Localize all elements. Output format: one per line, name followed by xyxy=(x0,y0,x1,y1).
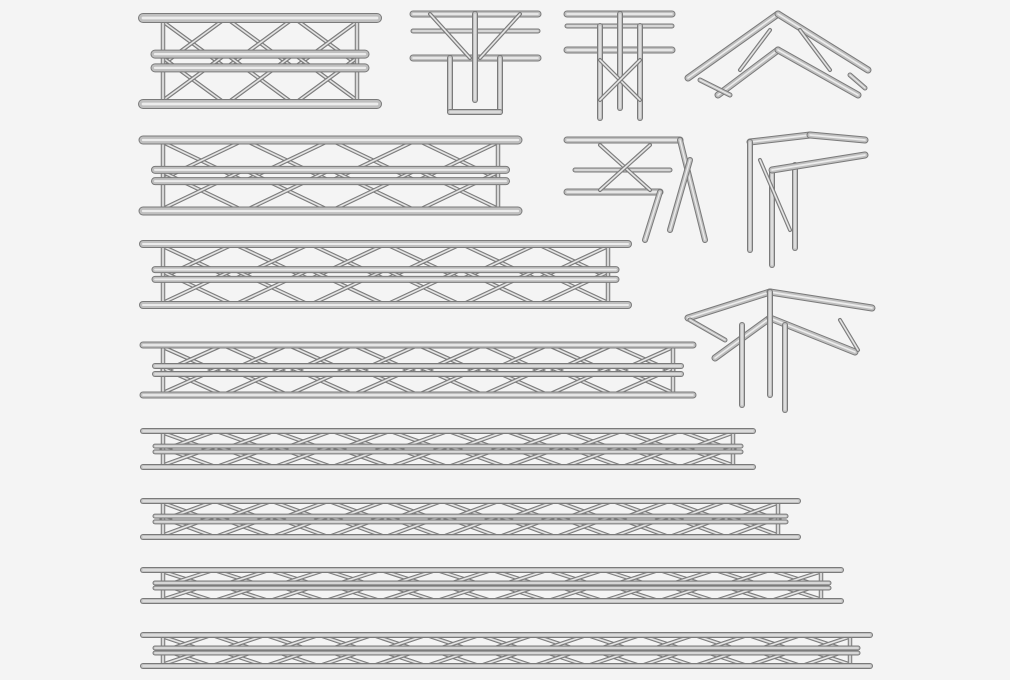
tube-highlight xyxy=(759,159,791,231)
brace-highlight xyxy=(612,365,679,396)
brace-highlight xyxy=(293,53,363,105)
tube-highlight xyxy=(839,319,859,351)
brace-highlight xyxy=(352,365,419,396)
tube-highlight xyxy=(749,134,811,143)
corner-3way-2 xyxy=(684,288,876,413)
straight-truss-7 xyxy=(140,567,844,604)
tube-highlight xyxy=(771,154,866,171)
tube-highlight xyxy=(429,13,471,59)
tube-highlight xyxy=(679,139,706,241)
straight-truss-5 xyxy=(140,428,756,470)
brace-highlight xyxy=(243,169,331,212)
tube-highlight xyxy=(739,29,771,71)
tube-highlight xyxy=(669,159,691,231)
straight-truss-4 xyxy=(139,341,697,399)
straight-truss-8 xyxy=(140,632,873,669)
brace-highlight xyxy=(416,169,504,212)
brace-highlight xyxy=(547,365,614,396)
brace-highlight xyxy=(309,269,386,306)
t-junction-2 xyxy=(563,10,676,121)
tube-highlight xyxy=(849,74,866,89)
brace-highlight xyxy=(416,139,504,182)
brace-highlight xyxy=(482,365,549,396)
tube-highlight xyxy=(809,134,866,141)
straight-truss-6 xyxy=(140,498,801,540)
brace-highlight xyxy=(460,269,538,306)
brace-highlight xyxy=(225,53,295,105)
tube-highlight xyxy=(689,319,726,341)
straight-truss-group xyxy=(138,13,873,669)
tube-highlight xyxy=(599,144,651,191)
brace-highlight xyxy=(157,169,245,212)
corner-90-1 xyxy=(684,10,872,99)
tube-highlight xyxy=(699,79,731,96)
brace-highlight xyxy=(222,365,289,396)
straight-truss-2 xyxy=(138,135,523,216)
brace-highlight xyxy=(536,269,614,306)
brace-highlight xyxy=(157,269,235,306)
straight-truss-1 xyxy=(138,13,382,109)
tube-highlight xyxy=(687,291,771,319)
brace-highlight xyxy=(225,17,295,69)
brace-highlight xyxy=(157,365,224,396)
brace-highlight xyxy=(157,139,245,182)
brace-highlight xyxy=(385,269,462,306)
straight-truss-3 xyxy=(139,240,632,309)
brace-highlight xyxy=(287,365,354,396)
brace-highlight xyxy=(293,17,363,69)
tube-highlight xyxy=(644,191,661,241)
tube-highlight xyxy=(777,49,859,96)
tube-highlight xyxy=(479,13,521,59)
tube-highlight xyxy=(687,13,779,79)
tube-highlight xyxy=(777,13,869,71)
tube-highlight xyxy=(799,29,831,71)
t-junction-1 xyxy=(409,10,542,115)
tube-highlight xyxy=(769,291,873,309)
brace-highlight xyxy=(243,139,331,182)
brace-highlight xyxy=(330,169,418,212)
brace-highlight xyxy=(157,53,227,105)
corner-90-2 xyxy=(746,131,869,268)
brace-highlight xyxy=(157,17,227,69)
brace-highlight xyxy=(330,139,418,182)
truss-junction-group xyxy=(409,10,876,413)
corner-3way-1 xyxy=(563,136,708,243)
brace-highlight xyxy=(417,365,484,396)
tube-highlight xyxy=(599,59,641,101)
brace-highlight xyxy=(233,269,311,306)
tube-highlight xyxy=(717,49,779,96)
